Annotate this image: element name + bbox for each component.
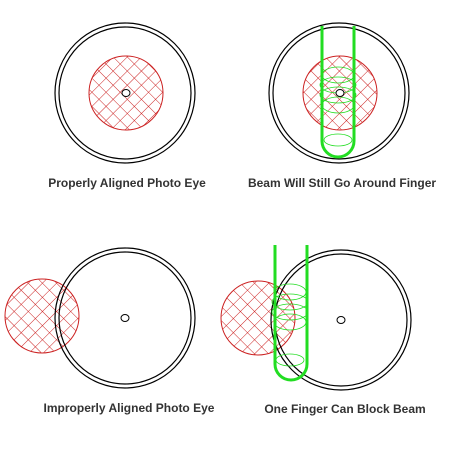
- sensor-center-dot: [120, 314, 130, 322]
- finger-outline: [273, 245, 309, 382]
- photo-eye-outer-ring: [268, 22, 410, 164]
- caption-properly-aligned: Properly Aligned Photo Eye: [48, 176, 206, 190]
- caption-finger-blocks-beam: One Finger Can Block Beam: [264, 402, 426, 416]
- sensor-center-dot: [121, 89, 131, 97]
- panel-finger-blocks-beam: [220, 245, 412, 391]
- panel-properly-aligned: [54, 22, 196, 164]
- photo-eye-outer-ring: [270, 249, 412, 391]
- photo-eye-inner-ring: [58, 26, 192, 160]
- photo-eye-inner-ring: [272, 26, 406, 160]
- light-beam: [220, 280, 296, 356]
- finger-outline: [320, 26, 356, 159]
- panel-beam-around-finger: [268, 22, 410, 164]
- photo-eye-outer-ring: [54, 247, 196, 389]
- sensor-center-dot: [335, 89, 345, 97]
- light-beam: [4, 278, 80, 354]
- caption-beam-around-finger: Beam Will Still Go Around Finger: [247, 176, 437, 190]
- photo-eye-inner-ring: [58, 251, 192, 385]
- photo-eye-outer-ring: [54, 22, 196, 164]
- panel-improperly-aligned: [4, 247, 196, 389]
- sensor-center-dot: [336, 316, 346, 324]
- caption-improperly-aligned: Improperly Aligned Photo Eye: [43, 401, 215, 415]
